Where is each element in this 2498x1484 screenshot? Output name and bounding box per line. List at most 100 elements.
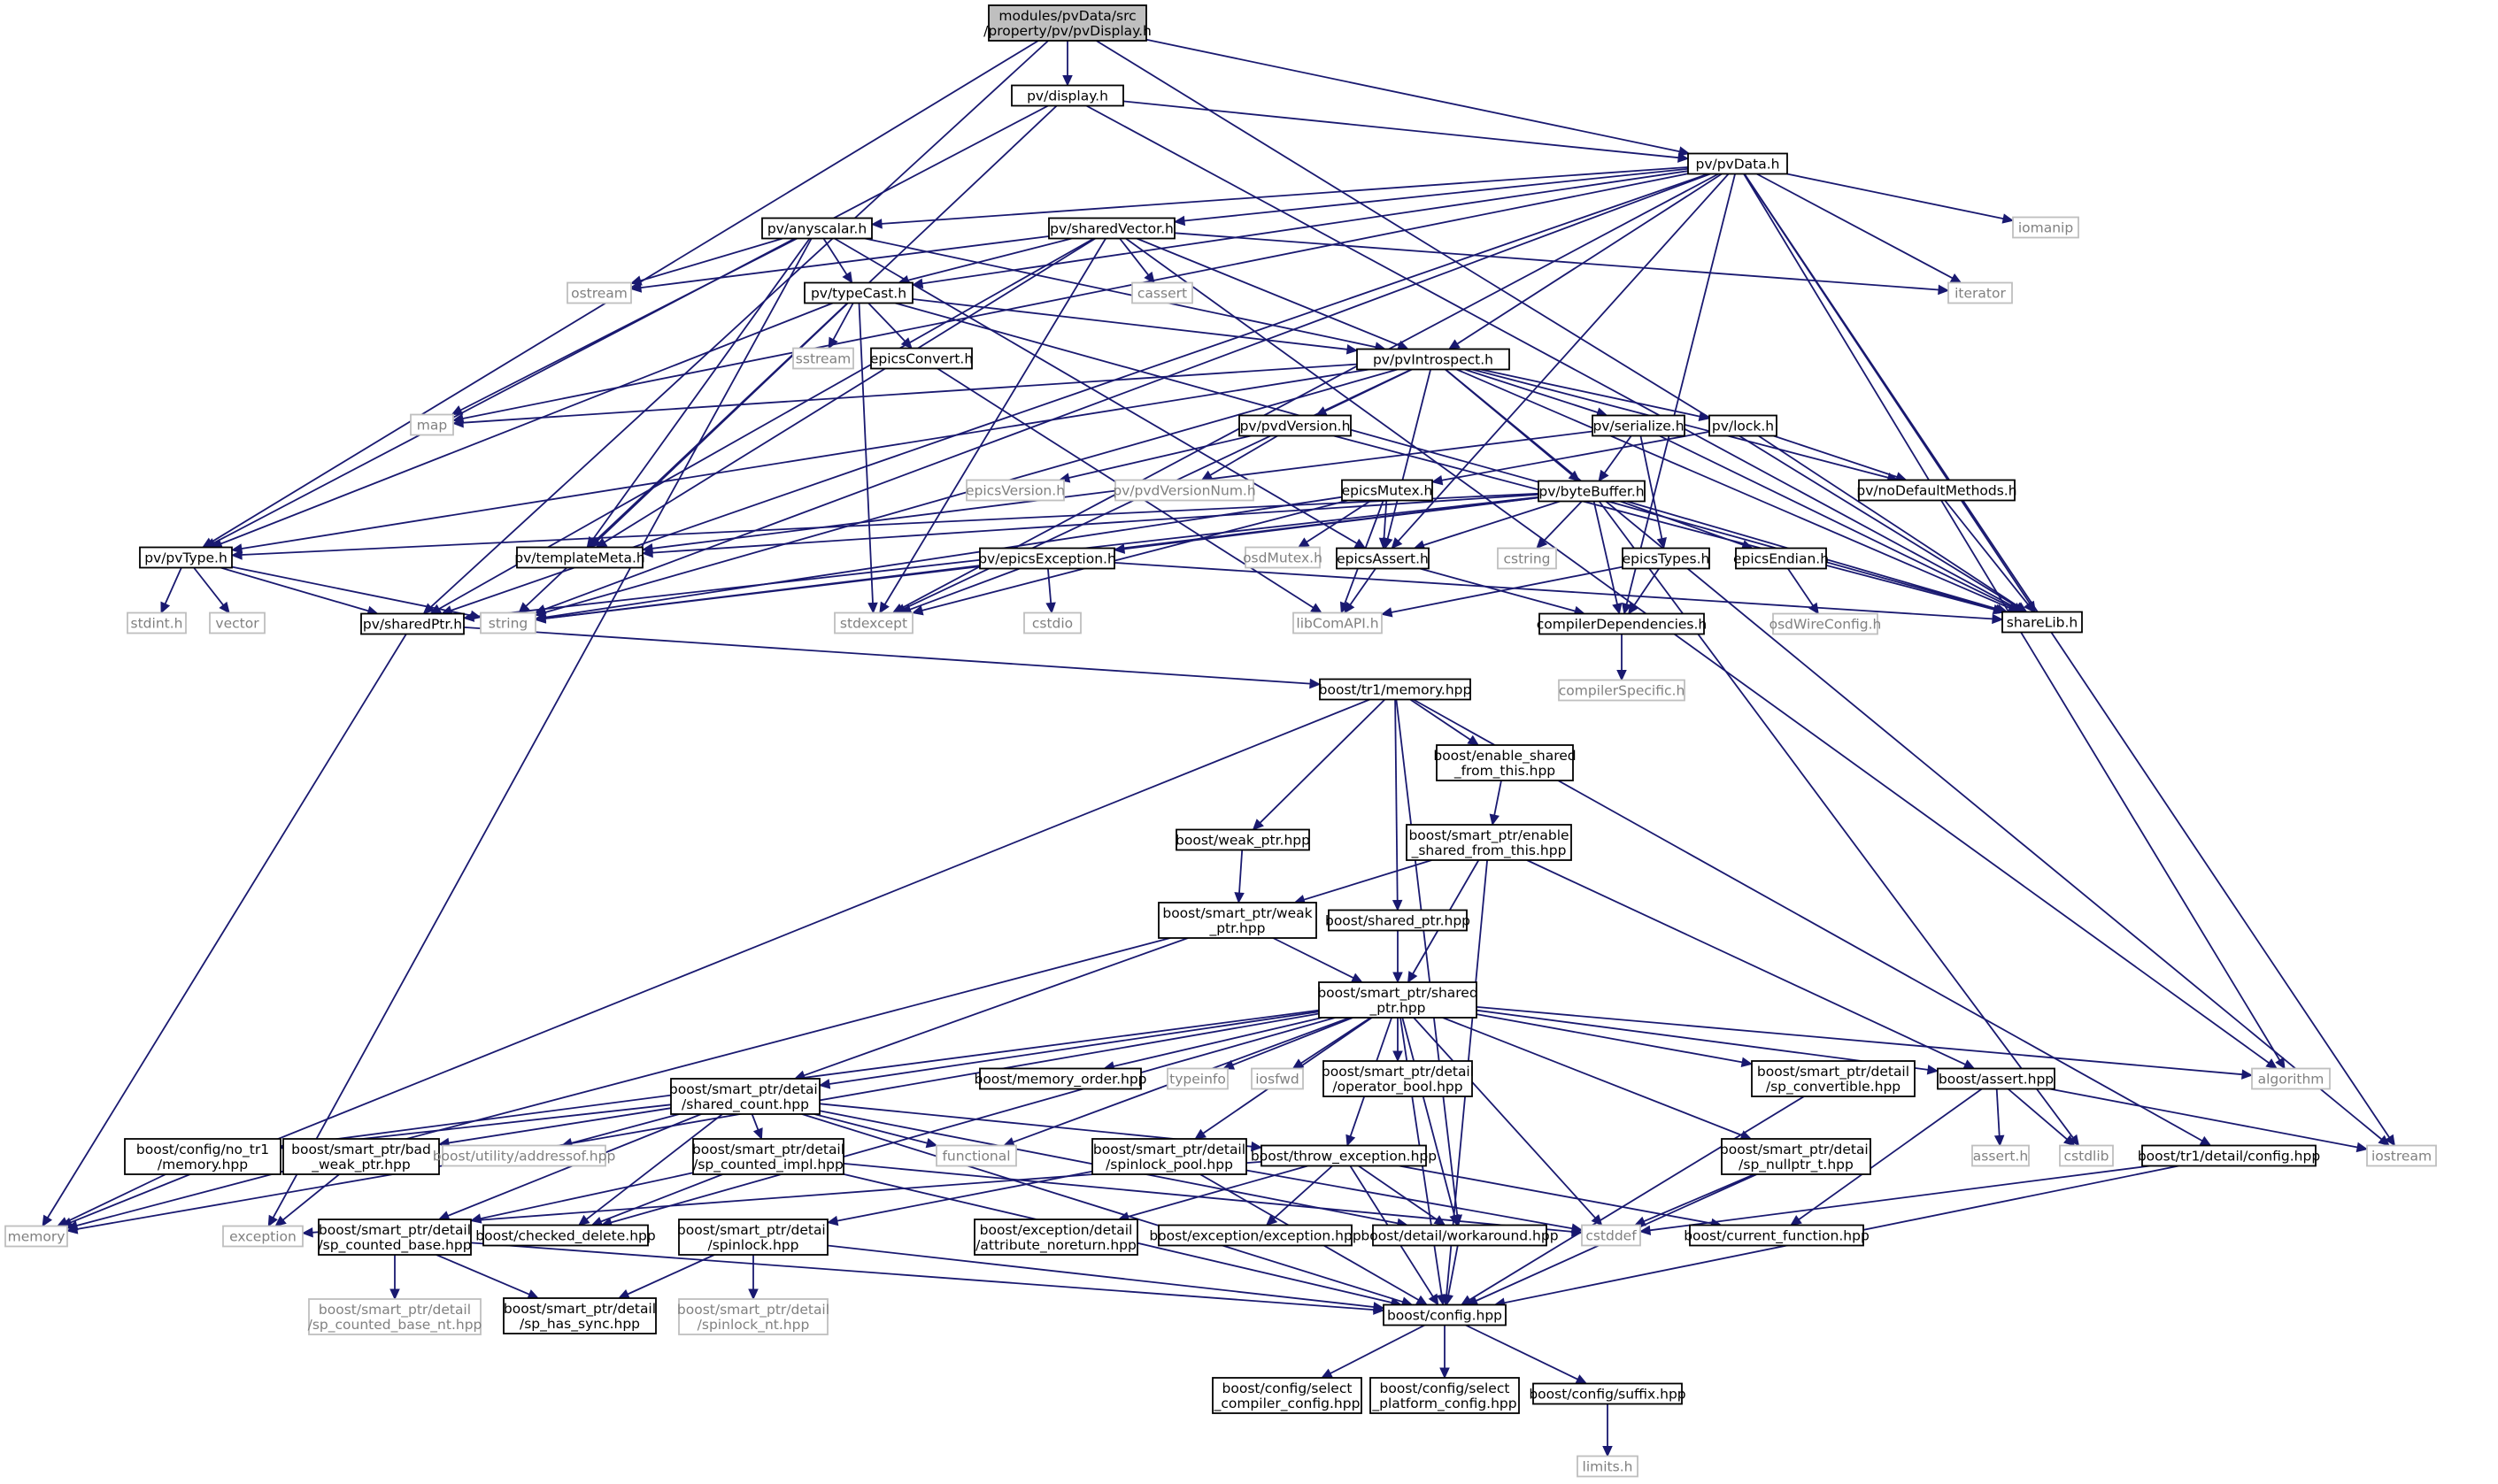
node-template-meta[interactable]: pv/templateMeta.h xyxy=(514,546,645,569)
node-label: boost/smart_ptr/bad xyxy=(291,1142,431,1158)
node-select-platform[interactable]: boost/config/select_platform_config.hpp xyxy=(1369,1377,1520,1414)
edge-epicsMutex-to-stdexcept xyxy=(911,499,1348,616)
node-box xyxy=(1577,1455,1638,1478)
edge-sharedPtr-to-memory xyxy=(42,634,407,1227)
edge-noTr1Memory-to-memory xyxy=(56,1173,166,1227)
node-epics-convert[interactable]: epicsConvert.h xyxy=(870,347,973,370)
node-sp-weak-ptr[interactable]: boost/smart_ptr/weak_ptr.hpp xyxy=(1158,902,1317,939)
node-no-default-methods[interactable]: pv/noDefaultMethods.h xyxy=(1856,479,2017,502)
node-assert-h: assert.h xyxy=(1971,1144,2030,1167)
node-label: boost/smart_ptr/detail xyxy=(669,1081,821,1098)
node-type-cast[interactable]: pv/typeCast.h xyxy=(804,281,914,304)
node-cstring: cstring xyxy=(1497,547,1557,570)
node-epics-endian[interactable]: epicsEndian.h xyxy=(1733,547,1829,570)
node-shared-vector[interactable]: pv/sharedVector.h xyxy=(1048,217,1176,240)
node-osd-mutex: osdMutex.h xyxy=(1243,546,1322,569)
node-cstddef: cstddef xyxy=(1581,1224,1641,1247)
edge-compilerDependencies-to-compilerSpecific xyxy=(1616,634,1627,681)
node-box xyxy=(1538,612,1705,635)
node-label: /operator_bool.hpp xyxy=(1332,1079,1462,1096)
edge-sharedVector-to-ostream xyxy=(629,235,1050,293)
node-label: boost/config/select xyxy=(1222,1380,1353,1396)
edge-workaround-to-configHpp xyxy=(1443,1245,1459,1306)
node-box xyxy=(209,611,266,634)
node-spinlock[interactable]: boost/smart_ptr/detail/spinlock.hpp xyxy=(677,1219,829,1256)
node-display[interactable]: pv/display.h xyxy=(1011,84,1124,107)
node-byte-buffer[interactable]: pv/byteBuffer.h xyxy=(1538,480,1646,503)
node-box xyxy=(1592,414,1685,437)
node-epics-exception[interactable]: pv/epicsException.h xyxy=(978,547,1116,570)
node-tr1memory[interactable]: boost/tr1/memory.hpp xyxy=(1319,678,1472,701)
node-root[interactable]: modules/pvData/src/property/pv/pvDisplay… xyxy=(983,4,1152,42)
node-sp-shared-ptr[interactable]: boost/smart_ptr/shared_ptr.hpp xyxy=(1317,981,1478,1019)
node-typeinfo: typeinfo xyxy=(1167,1067,1229,1090)
node-box xyxy=(988,4,1147,42)
node-memory: memory xyxy=(4,1225,68,1248)
node-box xyxy=(4,1225,68,1248)
node-box xyxy=(974,1219,1138,1256)
edge-sharedPtrHpp-to-spSharedPtr xyxy=(1392,930,1403,984)
node-select-compiler[interactable]: boost/config/select_compiler_config.hpp xyxy=(1212,1377,1362,1414)
node-checked-delete[interactable]: boost/checked_delete.hpp xyxy=(475,1224,656,1247)
node-epics-mutex[interactable]: epicsMutex.h xyxy=(1341,479,1433,502)
node-label: cstring xyxy=(1503,551,1550,567)
node-sp-nullptr[interactable]: boost/smart_ptr/detail/sp_nullptr_t.hpp xyxy=(1720,1138,1872,1175)
node-bad-weak-ptr[interactable]: boost/smart_ptr/bad_weak_ptr.hpp xyxy=(282,1138,440,1175)
node-operator-bool[interactable]: boost/smart_ptr/detail/operator_bool.hpp xyxy=(1322,1060,1474,1097)
node-label: boost/smart_ptr/shared xyxy=(1317,985,1477,1002)
node-enable-shared-from-this[interactable]: boost/enable_shared_from_this.hpp xyxy=(1433,744,1577,781)
node-lock[interactable]: pv/lock.h xyxy=(1708,414,1777,437)
edge-epicsException-to-stdexcept xyxy=(899,567,1021,614)
node-suffix[interactable]: boost/config/suffix.hpp xyxy=(1529,1382,1686,1405)
node-throw-exception[interactable]: boost/throw_exception.hpp xyxy=(1251,1144,1437,1167)
node-memory-order[interactable]: boost/memory_order.hpp xyxy=(974,1067,1147,1090)
node-tr1-detail-config[interactable]: boost/tr1/detail/config.hpp xyxy=(2138,1144,2320,1167)
node-shared-count[interactable]: boost/smart_ptr/detail/shared_count.hpp xyxy=(669,1078,821,1115)
node-box xyxy=(410,413,454,436)
node-box xyxy=(692,1138,844,1175)
node-pvd-version[interactable]: pv/pvdVersion.h xyxy=(1238,414,1352,437)
node-serialize[interactable]: pv/serialize.h xyxy=(1592,414,1685,437)
node-pv-data[interactable]: pv/pvData.h xyxy=(1687,152,1788,175)
node-map: map xyxy=(410,413,454,436)
node-sp-counted-base[interactable]: boost/smart_ptr/detail/sp_counted_base.h… xyxy=(318,1219,472,1256)
edge-typeCast-to-sstream xyxy=(828,303,854,350)
node-epics-types[interactable]: epicsTypes.h xyxy=(1622,547,1710,570)
node-box xyxy=(1251,1067,1304,1090)
node-weak-ptr-hpp[interactable]: boost/weak_ptr.hpp xyxy=(1176,828,1310,851)
edge-spCountedBase-to-spCountedBaseNt xyxy=(389,1255,400,1301)
node-sp-convertible[interactable]: boost/smart_ptr/detail/sp_convertible.hp… xyxy=(1751,1060,1916,1097)
node-anyscalar[interactable]: pv/anyscalar.h xyxy=(761,217,873,240)
node-config-hpp[interactable]: boost/config.hpp xyxy=(1383,1303,1507,1326)
node-box xyxy=(503,1297,657,1334)
node-label: ostream xyxy=(571,286,628,302)
node-box xyxy=(282,1138,440,1175)
node-sp-has-sync[interactable]: boost/smart_ptr/detail/sp_has_sync.hpp xyxy=(503,1297,657,1334)
node-spinlock-pool[interactable]: boost/smart_ptr/detail/spinlock_pool.hpp xyxy=(1091,1138,1247,1175)
node-no-tr1-memory[interactable]: boost/config/no_tr1/memory.hpp xyxy=(124,1138,281,1175)
node-workaround[interactable]: boost/detail/workaround.hpp xyxy=(1361,1224,1559,1247)
node-exception-hpp[interactable]: boost/exception/exception.hpp xyxy=(1149,1224,1361,1247)
node-label: pv/display.h xyxy=(1027,88,1108,104)
node-pv-introspect[interactable]: pv/pvIntrospect.h xyxy=(1356,348,1510,371)
node-epics-assert[interactable]: epicsAssert.h xyxy=(1336,547,1430,570)
node-sp-counted-impl[interactable]: boost/smart_ptr/detail/sp_counted_impl.h… xyxy=(692,1138,844,1175)
node-assert-hpp[interactable]: boost/assert.hpp xyxy=(1937,1067,2055,1090)
node-string: string xyxy=(480,611,536,634)
node-box xyxy=(1319,678,1471,701)
node-pv-type[interactable]: pv/pvType.h xyxy=(139,546,233,569)
node-iostream: iostream xyxy=(2366,1144,2437,1167)
node-attr-noreturn[interactable]: boost/exception/detail/attribute_noretur… xyxy=(974,1219,1138,1256)
node-box xyxy=(1336,547,1430,570)
node-current-function[interactable]: boost/current_function.hpp xyxy=(1684,1224,1870,1247)
node-box xyxy=(2251,1067,2331,1090)
node-label: boost/smart_ptr/detail xyxy=(504,1301,656,1318)
node-label: epicsEndian.h xyxy=(1733,551,1829,567)
node-compiler-dependencies[interactable]: compilerDependencies.h xyxy=(1537,612,1708,635)
node-share-lib[interactable]: shareLib.h xyxy=(2001,611,2083,634)
node-sp-enable-shared[interactable]: boost/smart_ptr/enable_shared_from_this.… xyxy=(1406,824,1572,861)
edge-lock-to-shareLib xyxy=(1758,434,2028,613)
node-shared-ptr-hpp[interactable]: boost/shared_ptr.hpp xyxy=(1325,909,1470,932)
node-shared-ptr[interactable]: pv/sharedPtr.h xyxy=(360,612,465,635)
node-box xyxy=(127,611,187,634)
